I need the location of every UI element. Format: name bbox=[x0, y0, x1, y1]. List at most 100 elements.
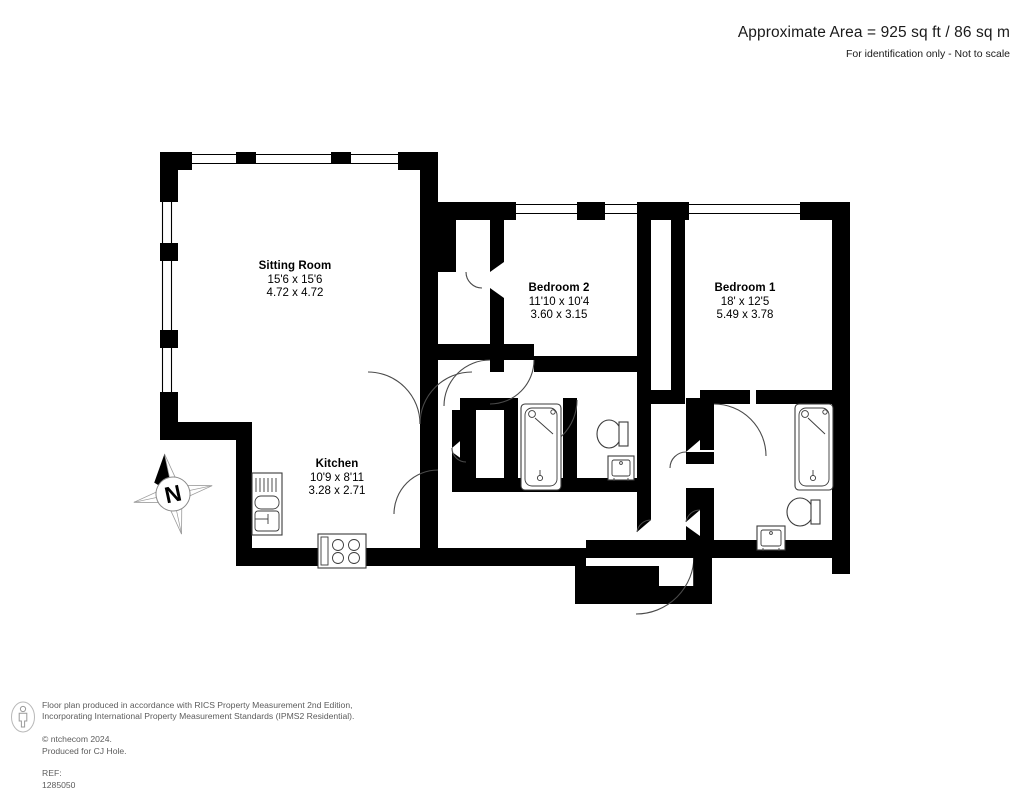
door-swing-arc bbox=[451, 447, 467, 463]
door-swing-arc bbox=[636, 519, 652, 533]
toilet-bowl bbox=[596, 419, 622, 449]
wall-jog bbox=[637, 490, 651, 532]
window-mullion bbox=[160, 330, 178, 348]
wall-segment bbox=[637, 390, 651, 500]
door-swing-arc bbox=[443, 359, 491, 407]
bath-tub-inner bbox=[798, 407, 830, 487]
draining-board bbox=[255, 478, 277, 492]
wall-segment bbox=[460, 478, 516, 492]
shower-hose bbox=[534, 417, 554, 435]
header: Approximate Area = 925 sq ft / 86 sq m F… bbox=[0, 0, 1024, 61]
room-dimensions-imperial: 15'6 x 15'6 bbox=[267, 273, 323, 286]
room-name: Bedroom 2 bbox=[528, 282, 590, 294]
disclaimer-text: For identification only - Not to scale bbox=[846, 48, 1010, 60]
window-mullion bbox=[331, 152, 351, 164]
sink-bowl-large bbox=[254, 510, 280, 532]
room-dimensions-metric: 3.28 x 2.71 bbox=[308, 485, 366, 497]
wall-segment-right-exterior bbox=[832, 202, 850, 574]
footer-text-block: Floor plan produced in accordance with R… bbox=[42, 698, 354, 791]
fixtures-group bbox=[251, 403, 834, 569]
wall-segment bbox=[671, 202, 685, 398]
basin-plug bbox=[769, 531, 773, 535]
compass-icon: N bbox=[133, 453, 213, 535]
wall-segment bbox=[756, 390, 850, 404]
wall-segment bbox=[490, 220, 504, 258]
approximate-area-text: Approximate Area = 925 sq ft / 86 sq m bbox=[737, 24, 1010, 41]
wall-segment bbox=[420, 372, 438, 424]
footer-produced-for: Produced for CJ Hole. bbox=[42, 745, 127, 756]
floor-plan-canvas bbox=[160, 152, 850, 615]
room-label-bedroom-2: Bedroom 2 11'10 x 10'4 3.60 x 3.15 bbox=[496, 282, 622, 323]
wall-segment bbox=[420, 220, 438, 282]
room-dimensions-imperial: 18' x 12'5 bbox=[720, 295, 770, 308]
wall-segment bbox=[575, 586, 695, 604]
wall-segment bbox=[438, 202, 516, 220]
wall-segment bbox=[490, 344, 534, 360]
wall-segment bbox=[686, 452, 714, 464]
wall-segment bbox=[460, 398, 518, 410]
hob-burner bbox=[348, 539, 360, 551]
room-label-sitting-room: Sitting Room 15'6 x 15'6 4.72 x 4.72 bbox=[232, 260, 358, 301]
kitchen-sink bbox=[251, 472, 283, 536]
wall-segment bbox=[490, 358, 504, 372]
bath-taps bbox=[822, 409, 828, 415]
wall-segment bbox=[534, 356, 644, 372]
room-dimensions-metric: 4.72 x 4.72 bbox=[266, 287, 324, 299]
wall-segment bbox=[504, 398, 518, 492]
footer-line-1: Floor plan produced in accordance with R… bbox=[42, 700, 353, 710]
wall-segment bbox=[160, 152, 178, 202]
window-mullion bbox=[577, 202, 605, 220]
room-dimensions-metric: 5.49 x 3.78 bbox=[716, 309, 774, 321]
shower-head-icon bbox=[528, 410, 536, 418]
footer-line-3: Produced for CJ Hole. REF:1285050 bbox=[42, 746, 354, 791]
footer: Floor plan produced in accordance with R… bbox=[10, 698, 630, 791]
wall-segment bbox=[637, 202, 651, 398]
bath-taps bbox=[550, 409, 556, 415]
wall-segment bbox=[700, 398, 714, 450]
door-swing-arc bbox=[669, 451, 687, 469]
room-dimensions-metric: 3.60 x 3.15 bbox=[530, 309, 588, 321]
shower-head-icon bbox=[801, 410, 809, 418]
wall-segment bbox=[700, 488, 714, 540]
room-name: Kitchen bbox=[315, 458, 359, 470]
room-name: Sitting Room bbox=[258, 260, 332, 272]
footer-line-2: Incorporating International Property Mea… bbox=[42, 711, 354, 745]
wall-segment bbox=[700, 390, 750, 404]
bath-tub-outline bbox=[520, 403, 562, 491]
wall-segment bbox=[686, 398, 700, 432]
bath-tub-inner bbox=[524, 407, 558, 487]
wall-structure bbox=[160, 152, 850, 604]
shower-hose bbox=[807, 417, 826, 435]
room-label-bedroom-1: Bedroom 1 18' x 12'5 5.49 x 3.78 bbox=[682, 282, 808, 323]
kitchen-hob bbox=[317, 533, 367, 569]
hob-burner bbox=[332, 552, 344, 564]
wall-segment bbox=[160, 422, 252, 440]
wall-jog bbox=[686, 526, 700, 556]
wall-jog bbox=[686, 432, 700, 452]
room-dimensions-imperial: 10'9 x 8'11 bbox=[309, 471, 365, 484]
compass-north-label: N bbox=[162, 480, 184, 509]
wall-segment bbox=[586, 540, 698, 558]
toilet-cistern bbox=[618, 421, 629, 447]
sink-bowl-small bbox=[254, 495, 280, 510]
wall-jog bbox=[490, 288, 504, 302]
wash-basin bbox=[756, 525, 786, 551]
room-dimensions-imperial: 11'10 x 10'4 bbox=[528, 295, 590, 308]
compass-rose: N bbox=[131, 451, 215, 537]
hob-burner bbox=[348, 552, 360, 564]
footer-copyright: © ntchecom 2024. bbox=[42, 734, 112, 745]
basin-bowl bbox=[611, 459, 631, 477]
door-group bbox=[367, 271, 767, 615]
wall-segment bbox=[420, 152, 438, 220]
toilet-cistern bbox=[810, 499, 821, 525]
door-swing-arc bbox=[419, 371, 473, 425]
window-mullion bbox=[160, 243, 178, 261]
door-swing-arc bbox=[393, 469, 439, 515]
bath-tub-outline bbox=[794, 403, 834, 491]
footer-ref-label: REF: bbox=[42, 768, 62, 779]
toilet bbox=[596, 419, 629, 449]
door-swing-arc bbox=[465, 271, 483, 289]
wall-segment bbox=[236, 422, 252, 562]
door-swing-arc bbox=[489, 359, 535, 405]
wall-segment bbox=[420, 470, 438, 500]
